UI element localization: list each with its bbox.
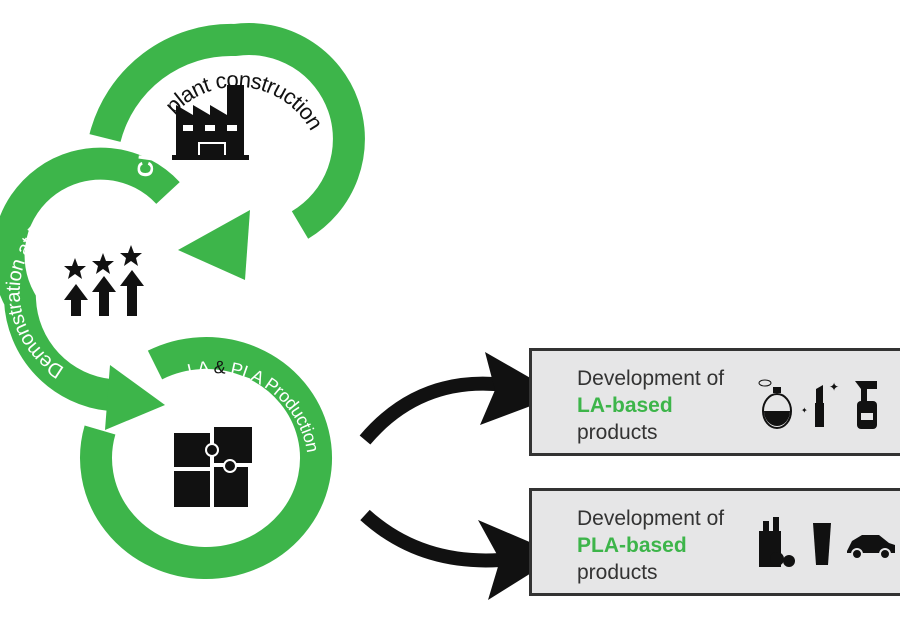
production-ring [80,337,332,580]
groceries-icon [759,517,795,567]
car-icon [847,535,895,560]
la-product-icons: ✦✦ [758,379,877,429]
arrow-to-la-products [359,352,560,445]
factory-icon [172,85,249,160]
arrow-to-pla-products [360,509,560,600]
box-line3: products [577,561,658,584]
svg-text:✦: ✦ [829,380,839,394]
pla-products-box: Development of PLA-based products [529,488,900,596]
perfume-icon [758,379,792,429]
demonstration-arrow [0,147,180,430]
svg-text:✦: ✦ [801,406,808,415]
box-line1: Development of [577,507,725,530]
box-line1: Development of [577,367,725,390]
spray-bottle-icon [855,381,877,429]
box-line3: products [577,421,658,444]
la-products-box: Development of LA-based products ✦✦ [529,348,900,456]
stars-arrows-icon [64,245,144,316]
tube-icon [813,523,831,565]
puzzle-icon [172,425,254,509]
box-highlight: LA-based [577,394,673,417]
box-highlight: PLA-based [577,534,687,557]
pla-product-icons [759,517,895,567]
plant-construction-arrow [89,23,365,280]
lipstick-icon: ✦✦ [801,380,839,427]
